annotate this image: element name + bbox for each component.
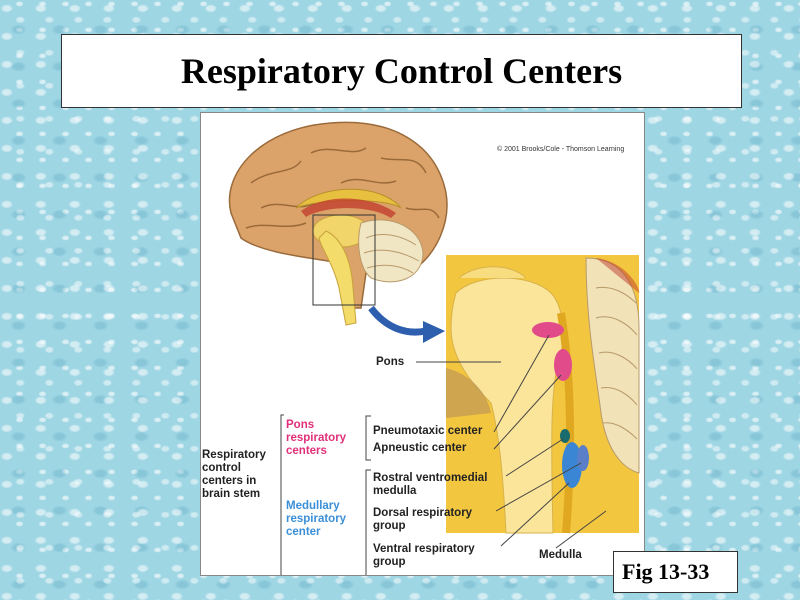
- rostral-ventromedial-medulla-marker: [560, 429, 570, 443]
- title-box: Respiratory Control Centers: [61, 34, 742, 108]
- zoom-arrow: [368, 305, 427, 336]
- copyright-text: © 2001 Brooks/Cole - Thomson Learning: [497, 146, 625, 153]
- label-pneumotaxic-center: Pneumotaxic center: [373, 425, 483, 437]
- label-ventral-respiratory-group: Ventral respiratory group: [373, 543, 475, 568]
- label-dorsal-respiratory-group: Dorsal respiratory group: [373, 507, 473, 532]
- label-rostral-ventromedial-medulla: Rostral ventromedial medulla: [373, 472, 488, 497]
- whole-brain-image: [228, 121, 448, 326]
- label-medulla: Medulla: [539, 549, 582, 561]
- dorsal-respiratory-group-marker: [577, 445, 589, 471]
- label-medullary-respiratory-center: Medullary respiratory center: [286, 500, 347, 538]
- zoomed-brainstem-image: [446, 255, 640, 534]
- leader-lines: [280, 334, 607, 575]
- pneumotaxic-center-marker: [532, 322, 564, 338]
- label-pons: Pons: [376, 356, 405, 368]
- label-apneustic-center: Apneustic center: [373, 442, 467, 454]
- label-pons-respiratory-centers: Pons respiratory centers: [286, 419, 347, 457]
- slide-title: Respiratory Control Centers: [180, 51, 623, 91]
- figure-number-label: Fig 13-33: [613, 551, 738, 593]
- brain-stem-figure: © 2001 Brooks/Cole - Thomson Learning Po…: [200, 112, 645, 576]
- ventral-respiratory-group-marker: [562, 442, 582, 488]
- brain-illustration: [228, 121, 640, 575]
- apneustic-center-marker: [554, 349, 572, 381]
- label-respiratory-control-centers: Respiratory control centers in brain ste…: [202, 449, 266, 500]
